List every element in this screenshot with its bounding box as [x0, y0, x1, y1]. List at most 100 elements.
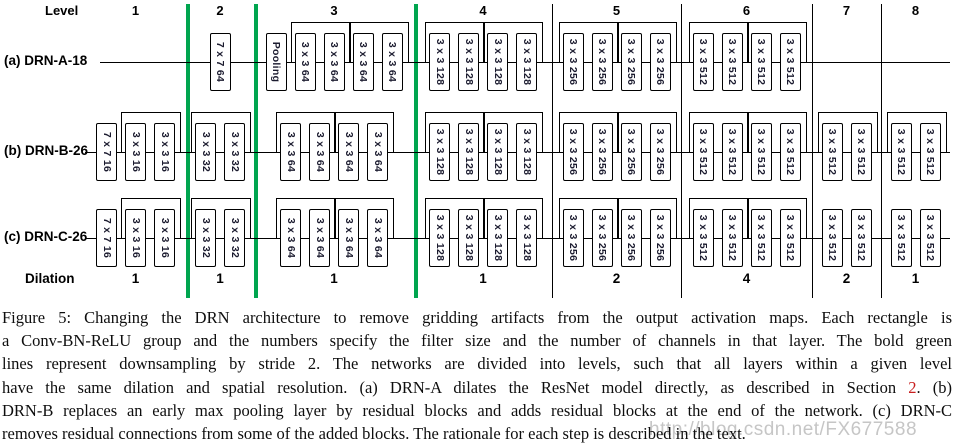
box-label: 7 x 7 64	[214, 41, 226, 83]
box-label: 3 x 3 512	[895, 214, 907, 262]
conv-box: 3 x 3 64	[367, 209, 388, 267]
conv-box: 3 x 3 512	[850, 123, 872, 181]
residual-connection-arc	[483, 112, 543, 153]
conv-box: 3 x 3 128	[487, 209, 508, 267]
conv-box: 3 x 3 128	[516, 123, 537, 181]
residual-connection-arc	[746, 22, 807, 63]
residual-connection-arc	[817, 112, 878, 153]
conv-box: 3 x 3 128	[487, 33, 508, 91]
conv-box: 3 x 3 64	[381, 33, 403, 91]
caption-line: DRN-B replaces an early max pooling laye…	[2, 399, 952, 422]
conv-box: 3 x 3 256	[591, 33, 613, 91]
box-label: 3 x 3 128	[433, 38, 446, 86]
conv-box: 3 x 3 512	[721, 123, 743, 181]
box-label: 3 x 3 32	[228, 217, 241, 259]
residual-connection-arc	[425, 22, 485, 63]
level-header-label: Level	[45, 3, 79, 18]
box-label: 3 x 3 32	[228, 131, 241, 173]
level-number: 8	[911, 3, 920, 18]
conv-box: 7 x 7 16	[96, 123, 117, 181]
dilation-value: 2	[842, 271, 851, 286]
conv-box: 3 x 3 512	[779, 123, 801, 181]
caption-text: have the same dilation and spatial resol…	[2, 377, 909, 397]
box-label: 3 x 3 512	[855, 128, 867, 176]
box-label: 3 x 3 64	[371, 131, 384, 173]
residual-connection-arc	[121, 112, 181, 153]
conv-box: 3 x 3 512	[692, 209, 714, 267]
level-separator-line	[552, 4, 553, 298]
dilation-value: 1	[479, 271, 487, 286]
conv-box: 7 x 7 64	[209, 33, 231, 91]
figure-caption: Figure 5: Changing the DRN architecture …	[2, 306, 952, 445]
conv-box: 3 x 3 512	[721, 209, 743, 267]
box-label: 3 x 3 512	[726, 214, 738, 262]
conv-box: 3 x 3 256	[649, 33, 671, 91]
conv-box: 3 x 3 64	[367, 123, 388, 181]
box-label: 3 x 3 256	[654, 128, 666, 176]
box-label: 3 x 3 128	[520, 128, 533, 176]
level-number: 5	[612, 3, 621, 18]
caption-line: a Conv-BN-ReLU group and the numbers spe…	[2, 329, 952, 352]
box-label: 3 x 3 512	[826, 128, 838, 176]
conv-box: 3 x 3 64	[338, 123, 359, 181]
conv-box: 3 x 3 256	[562, 33, 584, 91]
conv-box: 3 x 3 512	[850, 209, 872, 267]
section-2-link[interactable]: 2	[908, 377, 917, 397]
conv-box: 3 x 3 128	[458, 33, 479, 91]
residual-connection-arc	[334, 198, 394, 239]
residual-connection-arc	[616, 198, 677, 239]
residual-connection-arc	[276, 112, 336, 153]
conv-box: 3 x 3 512	[821, 123, 843, 181]
conv-box: 3 x 3 512	[779, 33, 801, 91]
level-number: 6	[742, 3, 751, 18]
box-label: 3 x 3 128	[433, 128, 446, 176]
residual-connection-arc	[746, 112, 807, 153]
conv-box: 3 x 3 64	[352, 33, 374, 91]
box-label: 3 x 3 16	[129, 131, 142, 173]
conv-box: 3 x 3 16	[125, 123, 146, 181]
dilation-value: 4	[742, 271, 751, 286]
conv-box: 3 x 3 64	[294, 33, 316, 91]
pooling-box: Pooling	[265, 33, 287, 91]
conv-box: 3 x 3 128	[487, 123, 508, 181]
dilation-value: 1	[216, 271, 224, 286]
residual-connection-arc	[348, 22, 409, 63]
level-number: 4	[479, 3, 487, 18]
residual-connection-arc	[121, 198, 181, 239]
box-label: 3 x 3 128	[462, 128, 475, 176]
dilation-value: 1	[330, 271, 338, 286]
box-label: 3 x 3 512	[755, 38, 767, 86]
residual-connection-arc	[558, 198, 619, 239]
residual-connection-arc	[191, 198, 251, 239]
box-label: 3 x 3 32	[199, 131, 212, 173]
level-number: 7	[842, 3, 851, 18]
level-separator-line	[881, 4, 882, 298]
residual-connection-arc	[276, 198, 336, 239]
conv-box: 3 x 3 512	[750, 123, 772, 181]
box-label: 3 x 3 256	[567, 128, 579, 176]
conv-box: 3 x 3 32	[195, 209, 216, 267]
conv-box: 3 x 3 128	[458, 209, 479, 267]
level-number: 2	[216, 3, 224, 18]
box-label: 3 x 3 64	[313, 217, 326, 259]
residual-connection-arc	[688, 198, 749, 239]
box-label: 3 x 3 512	[755, 128, 767, 176]
conv-box: 3 x 3 128	[429, 33, 450, 91]
downsample-stride-line	[254, 4, 258, 298]
box-label: 3 x 3 512	[697, 128, 709, 176]
box-label: 3 x 3 256	[625, 214, 637, 262]
conv-box: 3 x 3 32	[224, 123, 245, 181]
box-label: Pooling	[270, 41, 282, 83]
box-label: 3 x 3 128	[433, 214, 446, 262]
box-label: 3 x 3 256	[654, 38, 666, 86]
box-label: 7 x 7 16	[100, 217, 113, 259]
conv-box: 3 x 3 512	[890, 209, 912, 267]
box-label: 3 x 3 64	[284, 217, 297, 259]
conv-box: 3 x 3 256	[649, 123, 671, 181]
conv-box: 3 x 3 32	[224, 209, 245, 267]
box-label: 3 x 3 256	[625, 38, 637, 86]
residual-connection-arc	[886, 112, 947, 153]
box-label: 3 x 3 512	[697, 38, 709, 86]
box-label: 3 x 3 256	[567, 214, 579, 262]
